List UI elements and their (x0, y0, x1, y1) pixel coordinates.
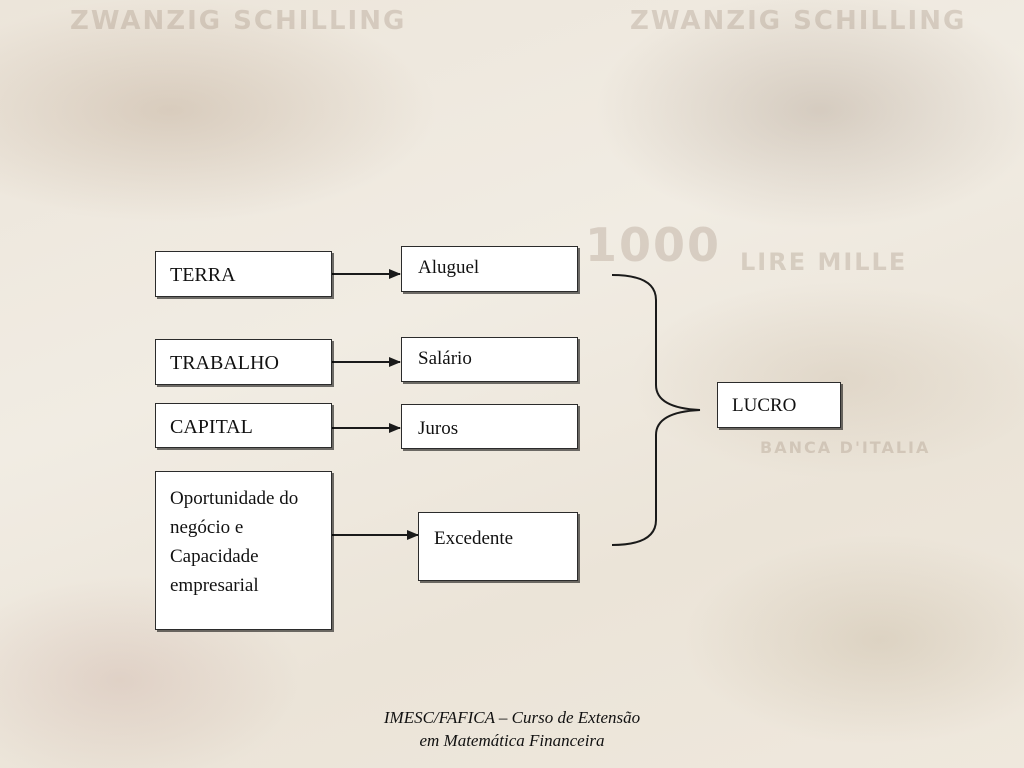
footer-caption: IMESC/FAFICA – Curso de Extensão em Mate… (312, 706, 712, 752)
reward-aluguel: Aluguel (401, 246, 578, 292)
factor-terra: TERRA (155, 251, 332, 297)
watermark-text: LIRE MILLE (740, 248, 908, 276)
reward-excedente: Excedente (418, 512, 578, 581)
factor-oportunidade-line: negócio e (170, 517, 244, 538)
factor-trabalho: TRABALHO (155, 339, 332, 385)
watermark-text: ZWANZIG SCHILLING (630, 6, 967, 36)
factor-capital: CAPITAL (155, 403, 332, 448)
result-lucro: LUCRO (717, 382, 841, 428)
factor-oportunidade-line: Capacidade (170, 546, 259, 567)
factor-oportunidade: Oportunidade do negócio e Capacidade emp… (155, 471, 332, 630)
factor-oportunidade-line: Oportunidade do (170, 488, 299, 509)
brace-to-lucro (611, 274, 701, 546)
watermark-text: ZWANZIG SCHILLING (70, 6, 407, 36)
reward-salario: Salário (401, 337, 578, 382)
watermark-text: 1000 (585, 218, 722, 272)
footer-line-1: IMESC/FAFICA – Curso de Extensão (383, 708, 641, 727)
footer-line-2: em Matemática Financeira (419, 731, 605, 750)
reward-juros: Juros (401, 404, 578, 449)
factor-oportunidade-line: empresarial (170, 575, 259, 596)
watermark-text: BANCA D'ITALIA (760, 438, 931, 457)
